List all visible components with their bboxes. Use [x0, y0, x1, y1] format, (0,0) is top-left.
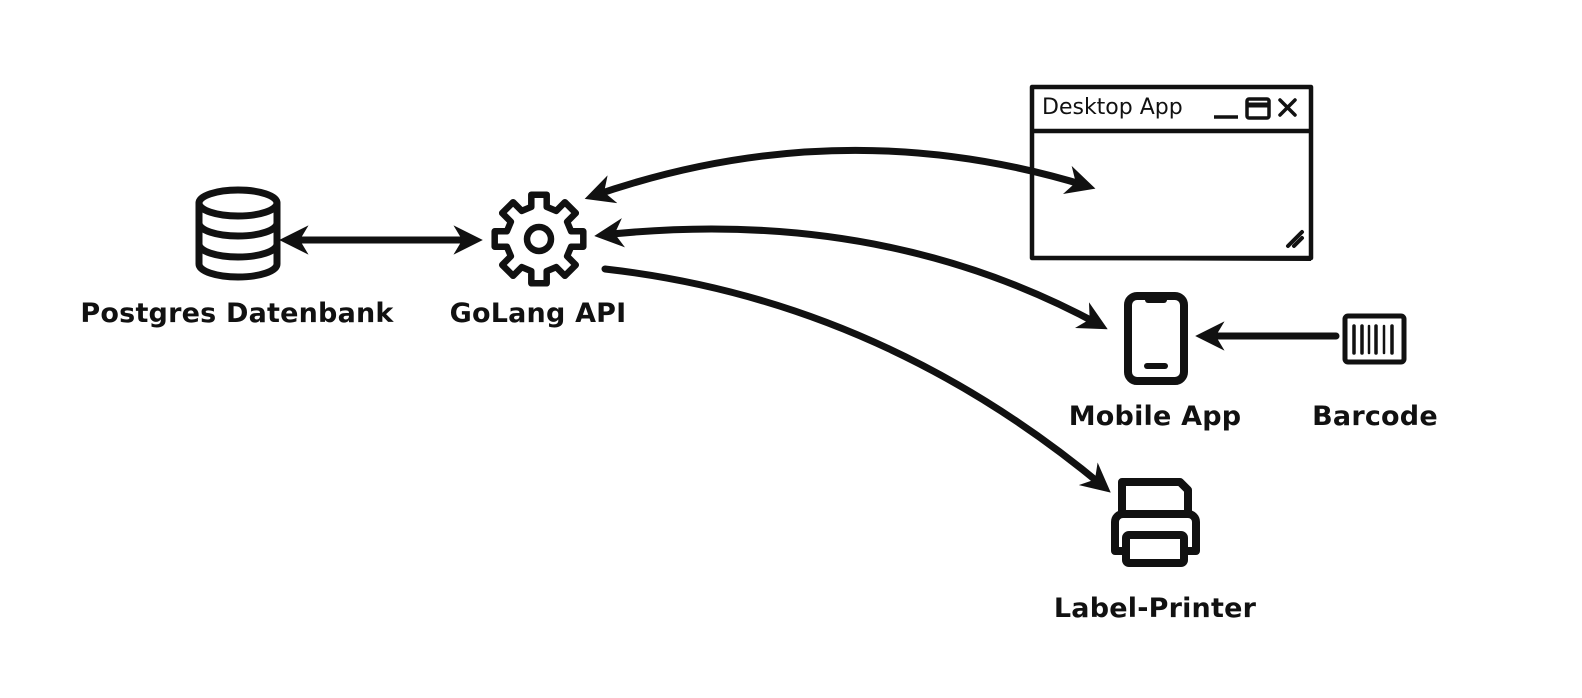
desktop-app-title: Desktop App — [1042, 95, 1183, 120]
printer-label: Label-Printer — [1053, 593, 1257, 624]
resize-grip-icon — [1286, 230, 1304, 248]
smartphone-icon — [1124, 292, 1188, 385]
edge-api-desktop — [584, 146, 1096, 204]
gear-outline — [491, 191, 587, 287]
gear-icon — [491, 191, 587, 287]
mobile-label: Mobile App — [1068, 401, 1242, 432]
maximize-icon — [1245, 97, 1271, 120]
close-icon — [1278, 98, 1297, 117]
edge-api-printer — [601, 265, 1111, 493]
edge-api-mobile — [594, 218, 1108, 330]
barcode-icon — [1342, 313, 1407, 365]
barcode-label: Barcode — [1312, 401, 1438, 432]
database-icon — [195, 186, 281, 281]
database-label: Postgres Datenbank — [80, 298, 394, 329]
printer-icon — [1111, 478, 1200, 567]
api-label: GoLang API — [449, 298, 627, 329]
